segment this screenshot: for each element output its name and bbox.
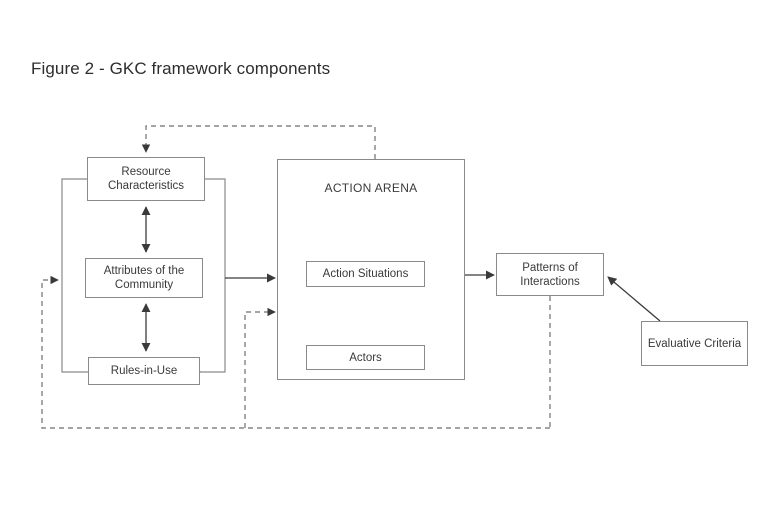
node-action-situations-label: Action Situations (322, 268, 409, 280)
node-evaluative-criteria-label: Evaluative Criteria (647, 337, 742, 350)
edge-action-arena-feedback-to-resource (141, 125, 376, 159)
action-arena-title: ACTION ARENA (324, 181, 418, 195)
node-resource-characteristics-label: Resource Characteristics (107, 166, 185, 192)
node-rules-in-use[interactable]: Rules-in-Use (88, 357, 200, 385)
edge-evaluative-to-patterns (607, 276, 661, 322)
figure-title: Figure 2 - GKC framework components (31, 59, 331, 78)
node-rules-in-use-label: Rules-in-Use (110, 365, 178, 377)
node-attributes-of-the-community[interactable]: Attributes of the Community (85, 258, 203, 298)
node-actors[interactable]: Actors (306, 345, 425, 370)
node-actors-label: Actors (349, 351, 382, 364)
node-action-situations[interactable]: Action Situations (306, 261, 425, 287)
node-patterns-of-interactions-label: Patterns of Interactions (520, 261, 580, 288)
node-attributes-of-the-community-label: Attributes of the Community (103, 265, 185, 291)
exogenous-variables-container (61, 178, 226, 373)
node-resource-characteristics[interactable]: Resource Characteristics (87, 157, 205, 201)
node-patterns-of-interactions[interactable]: Patterns of Interactions (496, 253, 604, 296)
edge-bottom-rail-to-exogenous (41, 275, 550, 429)
node-evaluative-criteria[interactable]: Evaluative Criteria (641, 321, 748, 366)
container-action-arena[interactable] (277, 159, 465, 380)
edge-bottom-rail-to-action-arena (244, 307, 276, 428)
